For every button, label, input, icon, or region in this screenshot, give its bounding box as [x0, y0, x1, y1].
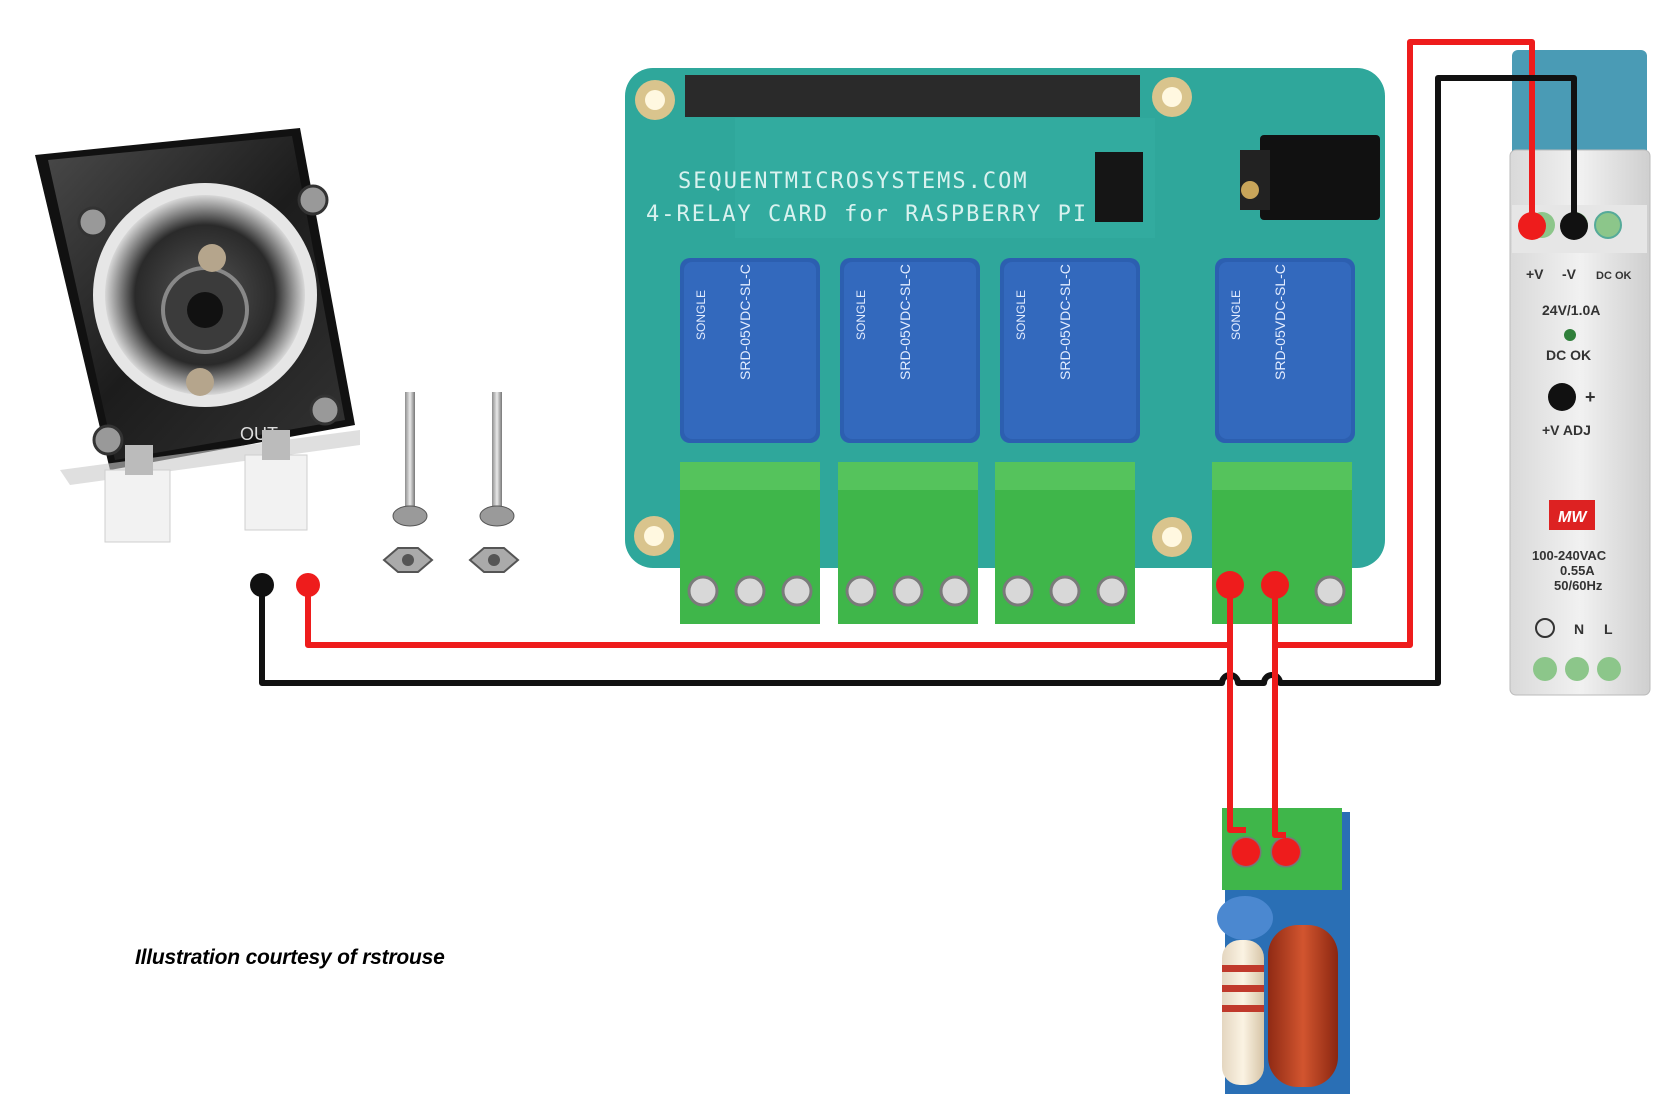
wires: [259, 39, 1577, 838]
ground-symbol-icon: [1535, 618, 1555, 638]
relay-4-brand-label: SONGLE: [1229, 290, 1243, 340]
dc-ok-led-icon: [1564, 329, 1576, 341]
dc-jack: [1240, 135, 1380, 220]
pump-positive-wire: [305, 585, 1233, 648]
relay-no-terminal-icon: [1261, 571, 1289, 599]
snubber-capacitor: [1268, 925, 1338, 1087]
snubber-lead-2: [1272, 645, 1286, 838]
illustration-credit: Illustration courtesy of rstrouse: [135, 946, 445, 969]
negative-wire: [259, 75, 1577, 686]
pump-positive-terminal-icon: [296, 573, 320, 597]
relay-2-brand-label: SONGLE: [854, 290, 868, 340]
meanwell-logo-icon: MW: [1549, 500, 1595, 530]
psu-terminal-l-label: L: [1604, 621, 1613, 637]
snubber-resistor: [1222, 940, 1264, 1085]
pump-screw-icon: [77, 184, 341, 456]
psu-dc-ok-top-label: DC OK: [1596, 270, 1632, 282]
power-supply: +V -V DC OK 24V/1.0A DC OK + +V ADJ MW 1…: [1509, 50, 1651, 696]
snubber-terminal-2-icon: [1272, 838, 1300, 866]
psu-adj-label: +V ADJ: [1542, 422, 1591, 438]
relay-com-terminal-icon: [1216, 571, 1244, 599]
relay-1-model-label: SRD-05VDC-SL-C: [737, 264, 753, 380]
board-title-label: 4-RELAY CARD for RASPBERRY PI: [646, 202, 1088, 227]
board-website-label: SEQUENTMICROSYSTEMS.COM: [678, 169, 1029, 194]
psu-rating-label: 24V/1.0A: [1542, 302, 1600, 318]
relay-board: SEQUENTMICROSYSTEMS.COM 4-RELAY CARD for…: [625, 68, 1385, 624]
gpio-header: [685, 75, 1140, 117]
relay-4-model-label: SRD-05VDC-SL-C: [1272, 264, 1288, 380]
psu-input-terminal-icons: [1533, 657, 1621, 681]
pump-tube-connectors: [104, 430, 308, 543]
psu-adj-plus-label: +: [1585, 387, 1596, 407]
connection-points: [250, 212, 1588, 866]
terminal-screw-icons: [687, 575, 1346, 607]
supply-positive-wire: [1272, 39, 1535, 648]
psu-input-frequency-label: 50/60Hz: [1554, 578, 1603, 593]
peristaltic-pump: IN OUT: [35, 128, 360, 543]
svg-text:MW: MW: [1558, 509, 1588, 526]
psu-minus-v-label: -V: [1562, 266, 1577, 282]
snubber-varistor: [1217, 896, 1273, 940]
relay-1-brand-label: SONGLE: [694, 290, 708, 340]
psu-dc-ok-label: DC OK: [1546, 347, 1591, 363]
relay-1: [680, 258, 820, 443]
psu-plus-terminal-icon: [1518, 212, 1546, 240]
snubber-lead-1: [1227, 645, 1246, 833]
relay-2-model-label: SRD-05VDC-SL-C: [897, 264, 913, 380]
relay-3-model-label: SRD-05VDC-SL-C: [1057, 264, 1073, 380]
psu-input-current-label: 0.55A: [1560, 563, 1595, 578]
snubber-terminal-1-icon: [1232, 838, 1260, 866]
voltage-adjust-knob-icon: [1548, 383, 1576, 411]
psu-minus-terminal-icon: [1560, 212, 1588, 240]
relay-3-brand-label: SONGLE: [1014, 290, 1028, 340]
psu-plus-v-label: +V: [1526, 266, 1544, 282]
relay-2: [840, 258, 980, 443]
relay-4: [1215, 258, 1355, 443]
psu-terminal-n-label: N: [1574, 621, 1584, 637]
mounting-screws: [382, 392, 520, 573]
relay-3: [1000, 258, 1140, 443]
pump-negative-terminal-icon: [250, 573, 274, 597]
psu-input-voltage-label: 100-240VAC: [1532, 548, 1607, 563]
